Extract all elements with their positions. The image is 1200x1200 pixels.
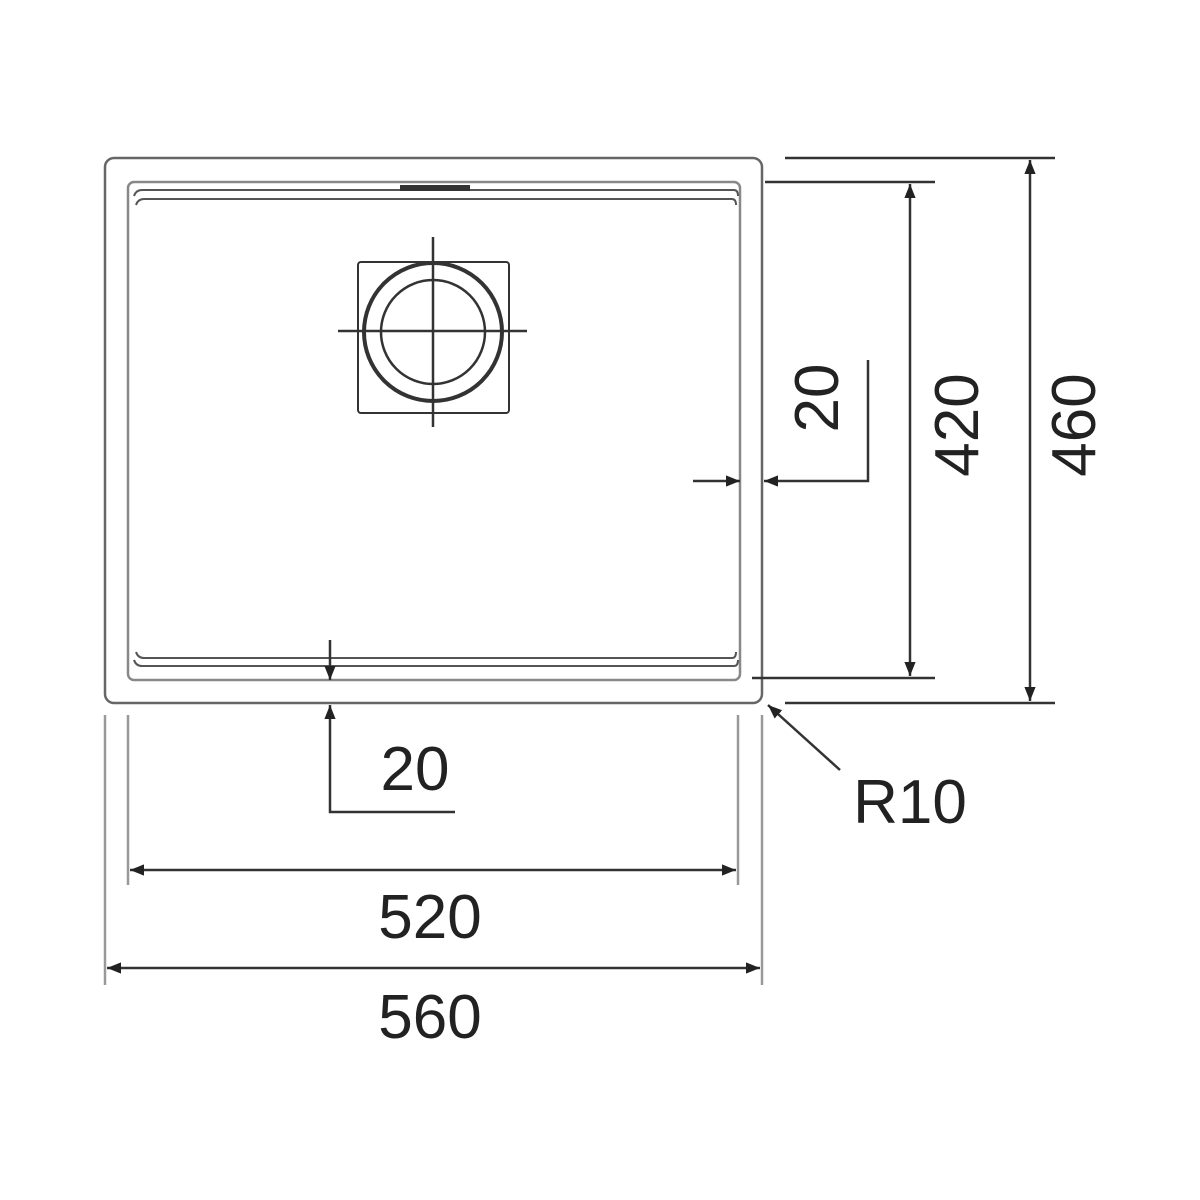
radius-label: R10: [853, 768, 967, 837]
dim-label-420: 420: [923, 373, 992, 476]
dim-label-520: 520: [378, 883, 481, 952]
dim-leader-bottom: [324, 705, 455, 814]
dim-label-side-20: 20: [783, 364, 852, 433]
dim-label-bottom-20: 20: [381, 735, 450, 804]
dim-label-560: 560: [378, 983, 481, 1052]
dim-label-460: 460: [1040, 373, 1109, 476]
bowl-top-rim: [133, 189, 739, 206]
radius-leader: [767, 704, 841, 771]
dim-leader-side: [764, 360, 870, 487]
overflow-slot: [400, 185, 470, 191]
bowl-outline: [126, 180, 742, 682]
sink-outer-outline: [103, 156, 764, 705]
bowl-bottom-rim: [133, 651, 739, 667]
